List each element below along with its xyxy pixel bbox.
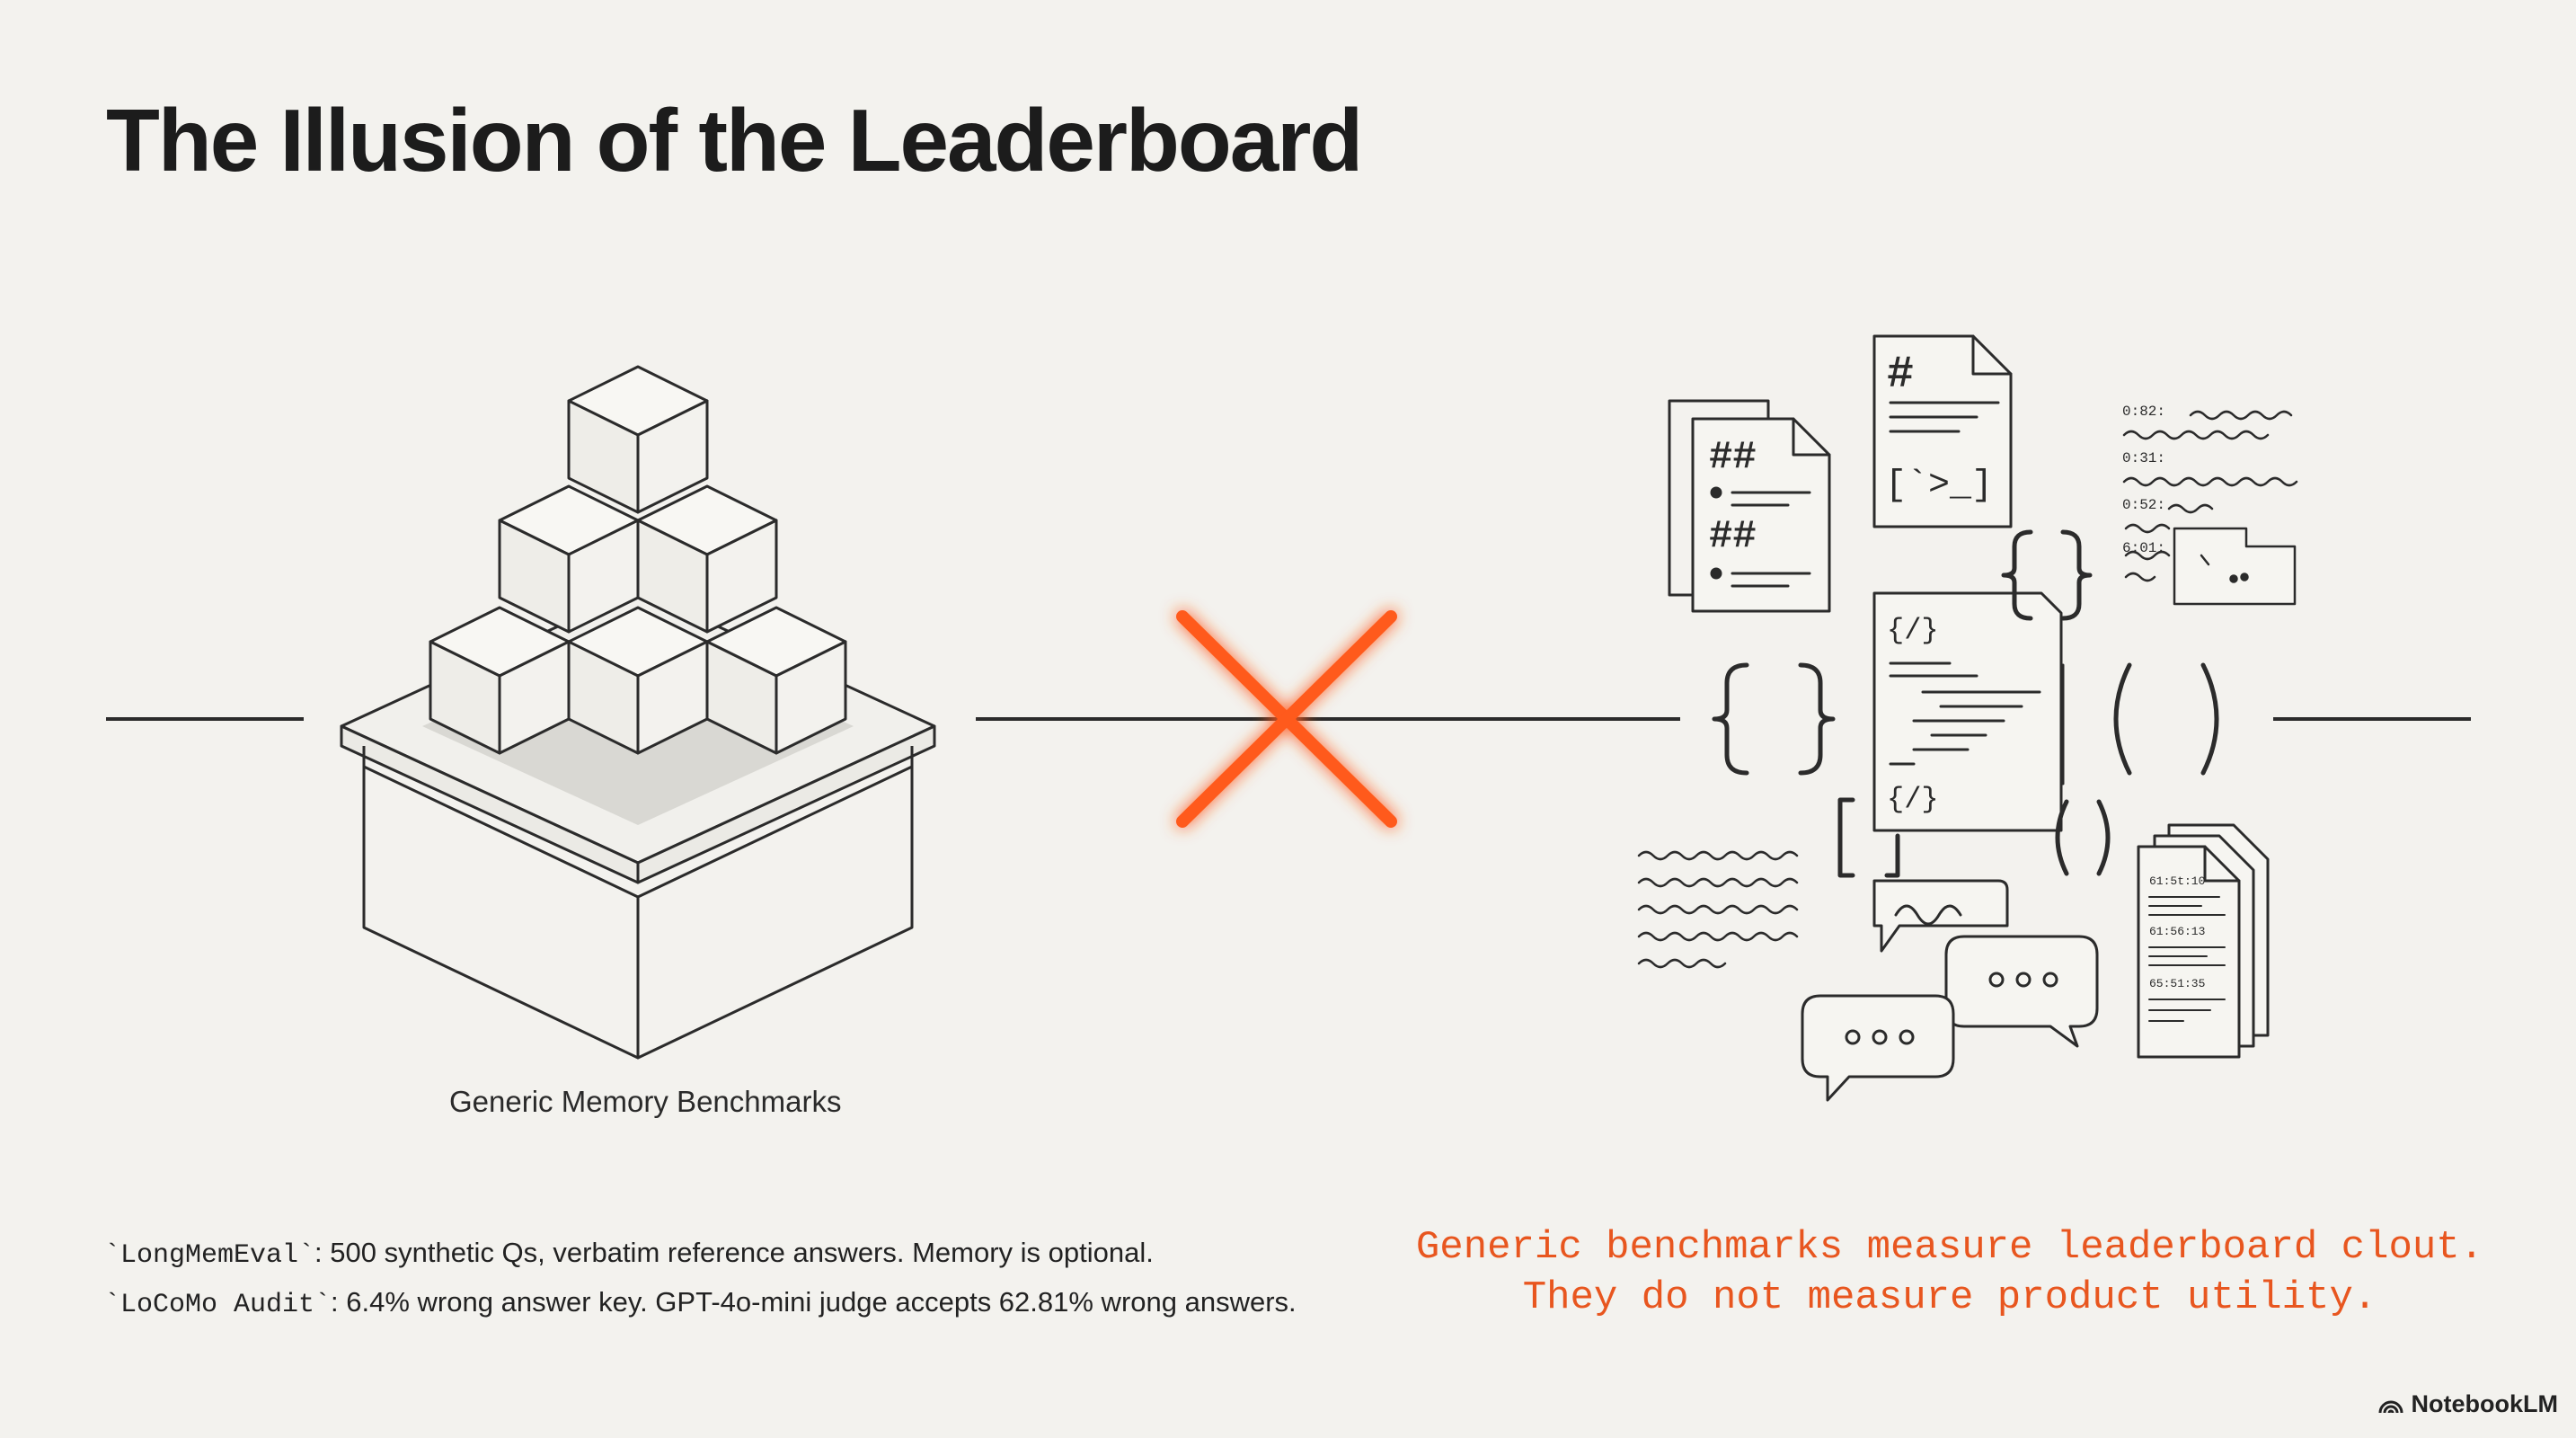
log-timestamp: 0:52:: [2122, 497, 2165, 513]
speech-bubble-icon: [1872, 879, 2009, 953]
document-stack-icon: 61:5t:10 61:56:13 65:51:35: [2137, 823, 2270, 1059]
takeaway-text: Generic benchmarks measure leaderboard c…: [1384, 1222, 2516, 1323]
notebooklm-logo-icon: [2378, 1400, 2403, 1413]
note-line: `LongMemEval`: 500 synthetic Qs, verbati…: [104, 1229, 1297, 1279]
bracket-braces-icon: [1712, 529, 2219, 878]
speech-bubble-icon: [1801, 994, 1955, 1102]
code-tag: {/}: [1887, 614, 1939, 647]
note-text: : 6.4% wrong answer key. GPT-4o-mini jud…: [331, 1286, 1297, 1318]
stack-timestamp: 61:56:13: [2149, 925, 2205, 938]
note-code: `LongMemEval`: [104, 1240, 315, 1271]
stack-timestamp: 65:51:35: [2149, 977, 2205, 990]
doc-heading-1: ##: [1709, 435, 1757, 480]
terminal-prompt: [`>_]: [1885, 466, 1993, 506]
cube-face: [775, 640, 847, 755]
document-icon: # [`>_]: [1872, 334, 2013, 528]
transcript-squiggles: [1637, 850, 1799, 969]
speech-bubble-icon: [1944, 935, 2099, 1048]
benchmark-caption: Generic Memory Benchmarks: [449, 1085, 842, 1118]
slide-title: The Illusion of the Leaderboard: [106, 91, 1363, 190]
note-code: `LoCoMo Audit`: [104, 1290, 332, 1320]
note-text: : 500 synthetic Qs, verbatim reference a…: [314, 1237, 1154, 1268]
log-timestamp: 0:31:: [2122, 450, 2165, 466]
takeaway-line: They do not measure product utility.: [1522, 1275, 2377, 1320]
benchmark-notes: `LongMemEval`: 500 synthetic Qs, verbati…: [104, 1229, 1297, 1328]
svg-text:0:82:0:31:0:52:6:01:: 0:82:0:31:0:52:6:01:: [2122, 404, 2165, 556]
doc-heading-2: ##: [1709, 514, 1757, 559]
benchmark-pedestal-illustration: [340, 365, 936, 1060]
doc-heading-3: #: [1887, 350, 1914, 401]
note-line: `LoCoMo Audit`: 6.4% wrong answer key. G…: [104, 1279, 1297, 1328]
code-tag: {/}: [1887, 783, 1939, 816]
product-artifacts-cluster: ## ## # [`>_] {/}: [1637, 334, 2298, 1102]
notebooklm-branding: NotebookLM: [2377, 1390, 2558, 1418]
brand-name: NotebookLM: [2411, 1390, 2558, 1417]
document-icon: {/} {/}: [1872, 591, 2065, 832]
cross-icon: [1176, 610, 1397, 828]
log-transcript: 0:82:0:31:0:52:6:01:: [2122, 404, 2298, 606]
stack-timestamp: 61:5t:10: [2149, 874, 2205, 888]
takeaway-line: Generic benchmarks measure leaderboard c…: [1415, 1225, 2484, 1270]
cube-face: [636, 640, 709, 755]
document-icon: ## ##: [1668, 399, 1831, 613]
cube-face: [705, 519, 778, 634]
log-timestamp: 0:82:: [2122, 404, 2165, 420]
cube-face: [636, 399, 709, 514]
